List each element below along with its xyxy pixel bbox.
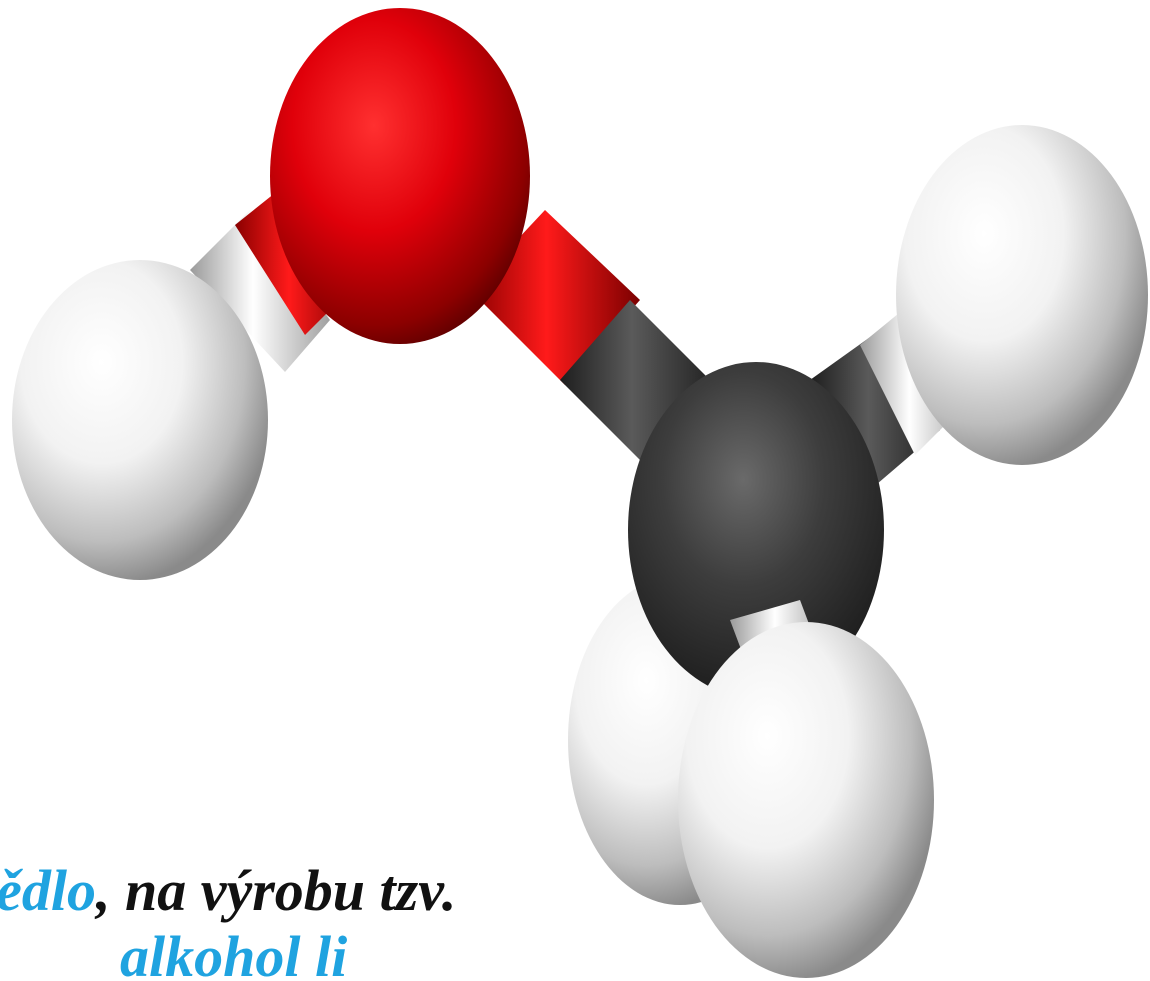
carbon-atom [628, 362, 884, 698]
hydrogen-atom-right [896, 125, 1148, 465]
caption-line-2: alkohol li [120, 924, 600, 981]
caption-line-1: tědlo, na výrobu tzv. [0, 858, 600, 924]
hydrogen-atom-left [12, 260, 268, 580]
hydrogen-atom-front [678, 622, 934, 978]
caption-text-1: , na výrobu tzv. [95, 858, 457, 923]
caption-highlight-1: tědlo [0, 858, 96, 923]
caption-highlight-2: alkohol li [120, 924, 348, 981]
oxygen-atom [270, 8, 530, 344]
slide-caption-text: tědlo, na výrobu tzv. alkohol li [0, 858, 600, 981]
